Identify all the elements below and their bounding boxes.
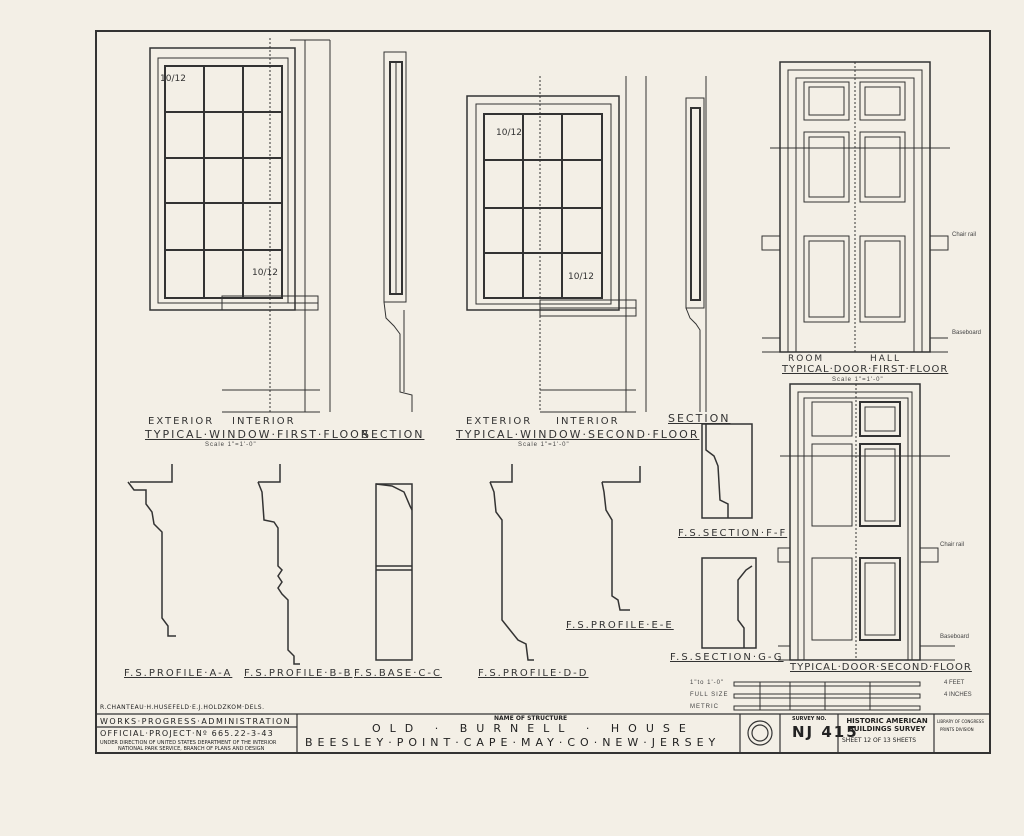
window-second-floor (466, 76, 647, 413)
habs-label: HISTORIC AMERICAN BUILDINGS SURVEY (846, 717, 928, 733)
chair-rail-label-first: Chair rail (952, 232, 977, 238)
profile-dd-label: F.S.PROFILE·D-D (478, 668, 589, 679)
exterior-label-second: EXTERIOR (466, 416, 533, 427)
structure-label: NAME OF STRUCTURE (494, 715, 568, 722)
survey-label: SURVEY NO. (792, 716, 827, 722)
section-ff-label: F.S.SECTION·F-F (678, 528, 788, 539)
sash-label-bottom-second: 10/12 (568, 272, 594, 282)
library-sub-label: PRINTS DIVISION (940, 727, 974, 732)
section-second-title: SECTION (668, 412, 731, 425)
library-label: LIBRARY OF CONGRESS (937, 719, 984, 724)
agency: WORKS·PROGRESS·ADMINISTRATION (100, 717, 292, 726)
window-first-floor-title: TYPICAL·WINDOW·FIRST·FLOOR (145, 428, 371, 441)
door-second-floor-title: TYPICAL·DOOR·SECOND·FLOOR (790, 662, 972, 673)
sash-label-bottom-first: 10/12 (252, 268, 278, 278)
scale-metric-label: METRIC (690, 704, 719, 710)
window-first-floor-scale: Scale 1"=1'-0" (205, 442, 257, 448)
service: NATIONAL PARK SERVICE, BRANCH OF PLANS A… (118, 746, 265, 752)
title-block-lines (97, 713, 989, 752)
delineators: R.CHANTEAU·H.HUSEFELD·E.J.HOLDZKOM·DELS. (100, 704, 265, 711)
profile-bb-label: F.S.PROFILE·B-B (244, 668, 353, 679)
window-first-floor (149, 38, 331, 413)
profile-aa-label: F.S.PROFILE·A-A (124, 668, 233, 679)
section-first-title: SECTION (362, 428, 425, 441)
window-second-floor-scale: Scale 1"=1'-0" (518, 442, 570, 448)
door-second-floor (777, 383, 955, 661)
interior-label-first: INTERIOR (232, 416, 296, 427)
structure-name: OLD · BURNELL · HOUSE (372, 722, 695, 735)
interior-label-second: INTERIOR (556, 416, 620, 427)
sash-label-top-first: 10/12 (160, 74, 186, 84)
section-second-floor (685, 76, 707, 412)
profile-ee-label: F.S.PROFILE·E-E (566, 620, 674, 631)
drawing-border (95, 30, 991, 754)
project-number: OFFICIAL·PROJECT·Nº 665.22-3-43 (100, 729, 274, 738)
scale-feet-label: 4 FEET (944, 680, 965, 686)
scale-inches-label: 4 INCHES (944, 692, 972, 698)
structure-location: BEESLEY·POINT·CAPE·MAY·CO·NEW·JERSEY (305, 736, 721, 749)
door-first-floor-title: TYPICAL·DOOR·FIRST·FLOOR (782, 364, 949, 375)
scale-imperial-label: 1"to 1'-0" (690, 680, 725, 686)
door-room-label: ROOM (788, 354, 825, 364)
section-first-floor (383, 51, 413, 412)
chair-rail-label-second: Chair rail (940, 542, 965, 548)
base-cc-label: F.S.BASE·C-C (354, 668, 442, 679)
baseboard-label-first: Baseboard (952, 330, 982, 336)
door-hall-label: HALL (870, 354, 901, 364)
sheet-number: SHEET 12 OF 13 SHEETS (842, 737, 917, 744)
scale-bars (733, 681, 921, 711)
baseboard-label-second: Baseboard (940, 634, 970, 640)
window-second-floor-title: TYPICAL·WINDOW·SECOND·FLOOR (456, 428, 700, 441)
profiles (127, 423, 757, 665)
direction: UNDER DIRECTION OF UNITED STATES DEPARTM… (100, 740, 277, 746)
door-first-floor (761, 61, 950, 353)
scale-full-label: FULL SIZE (690, 692, 729, 698)
section-gg-label: F.S.SECTION·G-G (670, 652, 784, 663)
exterior-label-first: EXTERIOR (148, 416, 215, 427)
survey-number: NJ 415 (792, 723, 859, 741)
sash-label-top-second: 10/12 (496, 128, 522, 138)
door-first-floor-scale: Scale 1"=1'-0" (832, 377, 884, 383)
